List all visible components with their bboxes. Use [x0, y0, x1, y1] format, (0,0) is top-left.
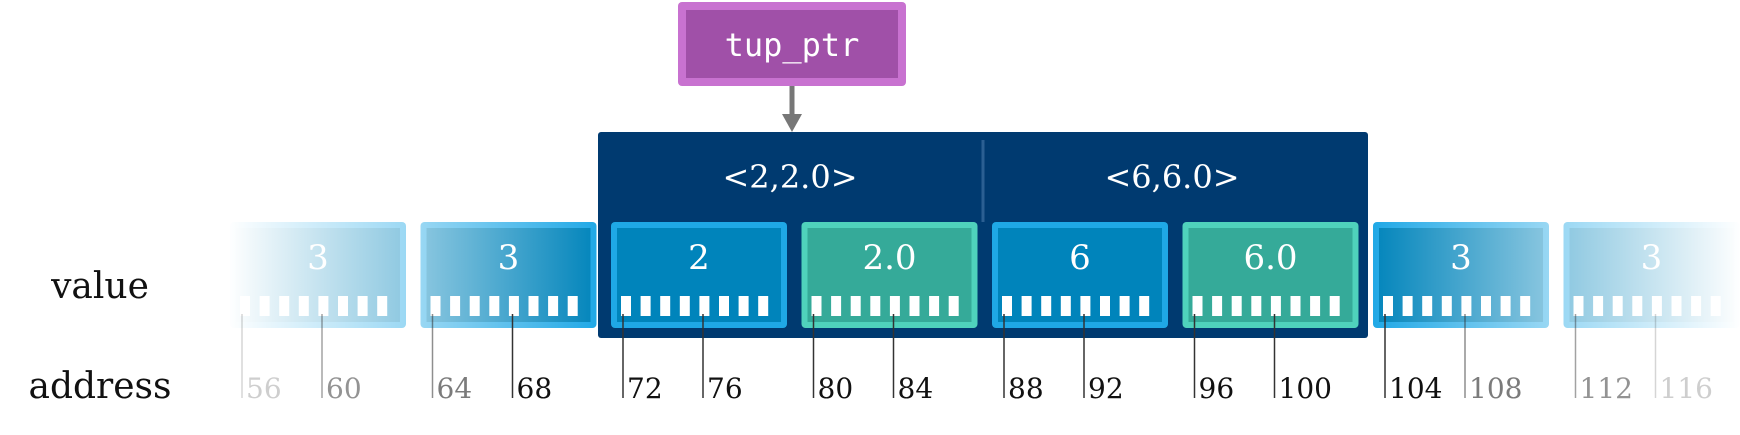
address-tick: 100	[1273, 314, 1332, 405]
value-row-label: value	[50, 266, 149, 307]
byte-marker	[909, 296, 920, 316]
byte-marker	[699, 296, 710, 316]
byte-marker	[811, 296, 822, 316]
byte-marker	[1080, 296, 1091, 316]
memory-cell: 2	[611, 222, 787, 328]
byte-marker	[1231, 296, 1242, 316]
address-label: 108	[1469, 372, 1522, 405]
byte-marker	[1041, 296, 1052, 316]
address-tick: 84	[892, 314, 934, 405]
byte-marker	[679, 296, 690, 316]
pointer: tup_ptr	[678, 2, 906, 132]
address-label: 84	[898, 372, 934, 405]
address-tick: 56	[241, 314, 282, 405]
address-tick: 108	[1464, 314, 1522, 405]
cell-fade-overlay	[228, 220, 408, 330]
memory-cell: 6	[992, 222, 1168, 328]
address-tick: 88	[1003, 314, 1044, 405]
memory-cell: 3	[1561, 220, 1740, 330]
address-label: 80	[818, 372, 854, 405]
pointer-box-inner	[686, 10, 898, 78]
cell-value: 6	[1069, 238, 1091, 278]
address-tick: 64	[431, 314, 473, 405]
byte-marker	[1100, 296, 1110, 316]
address-label: 112	[1580, 372, 1633, 405]
byte-marker	[948, 296, 959, 316]
pointer-arrow-head	[782, 114, 802, 132]
memory-cell: 3	[1371, 220, 1551, 330]
address-label: 76	[707, 372, 743, 405]
address-tick: 60	[321, 314, 362, 405]
byte-marker	[1270, 296, 1281, 316]
address-tick: 68	[511, 314, 553, 405]
byte-marker	[1310, 296, 1321, 316]
memory-cell: 2.0	[801, 222, 978, 328]
address-tick: 72	[622, 314, 663, 405]
address-label: 68	[517, 372, 553, 405]
byte-marker	[870, 296, 881, 316]
cell-value: 2.0	[862, 238, 916, 278]
address-tick: 80	[812, 314, 854, 405]
address-tick: 96	[1193, 314, 1235, 405]
byte-marker	[1192, 296, 1203, 316]
cell-fade-overlay	[1561, 220, 1740, 330]
memory-cell: 3	[228, 220, 408, 330]
address-tick: 92	[1083, 314, 1124, 405]
address-ticks: 56 60 64 68 72 76 80 84 88 92 96 100 104 108 112 116	[241, 314, 1713, 405]
address-tick: 116	[1654, 314, 1713, 405]
byte-marker	[640, 296, 651, 316]
byte-marker	[831, 296, 842, 316]
byte-marker	[1002, 296, 1012, 316]
tuple-array-background	[598, 132, 1368, 338]
address-tick: 76	[702, 314, 743, 405]
memory-cell: 6.0	[1182, 222, 1359, 328]
address-tick: 104	[1384, 314, 1442, 405]
byte-marker	[1119, 296, 1130, 316]
cell-fade-overlay	[1371, 220, 1551, 330]
address-label: 100	[1279, 372, 1332, 405]
cell-value: 6.0	[1243, 238, 1297, 278]
byte-marker	[1060, 296, 1071, 316]
byte-marker	[1251, 296, 1262, 316]
byte-marker	[1329, 296, 1340, 316]
address-label: 64	[437, 372, 473, 405]
address-label: 60	[326, 372, 362, 405]
byte-marker	[1290, 296, 1301, 316]
tuple-array: <2,2.0> <6,6.0>	[598, 132, 1368, 338]
address-label: 92	[1088, 372, 1124, 405]
byte-marker	[621, 296, 631, 316]
byte-marker	[738, 296, 749, 316]
address-label: 72	[627, 372, 663, 405]
byte-marker	[1021, 296, 1032, 316]
pointer-label: tup_ptr	[725, 26, 860, 64]
byte-marker	[1139, 296, 1150, 316]
byte-marker	[889, 296, 900, 316]
byte-marker	[1212, 296, 1223, 316]
tuple-label-1: <6,6.0>	[1104, 158, 1239, 196]
byte-marker	[929, 296, 940, 316]
address-label: 104	[1389, 372, 1442, 405]
cell-fade-overlay	[418, 220, 599, 330]
address-row-label: address	[28, 366, 171, 407]
byte-marker	[719, 296, 729, 316]
tuple-label-0: <2,2.0>	[722, 158, 857, 196]
address-label: 56	[246, 372, 282, 405]
memory-cell: 3	[418, 220, 599, 330]
byte-marker	[660, 296, 671, 316]
address-label: 116	[1660, 372, 1713, 405]
address-tick: 112	[1574, 314, 1633, 405]
byte-marker	[758, 296, 769, 316]
cell-value: 2	[688, 238, 710, 278]
address-label: 96	[1199, 372, 1235, 405]
address-label: 88	[1008, 372, 1044, 405]
memory-cells: 3322.066.033	[228, 220, 1740, 330]
byte-marker	[850, 296, 861, 316]
